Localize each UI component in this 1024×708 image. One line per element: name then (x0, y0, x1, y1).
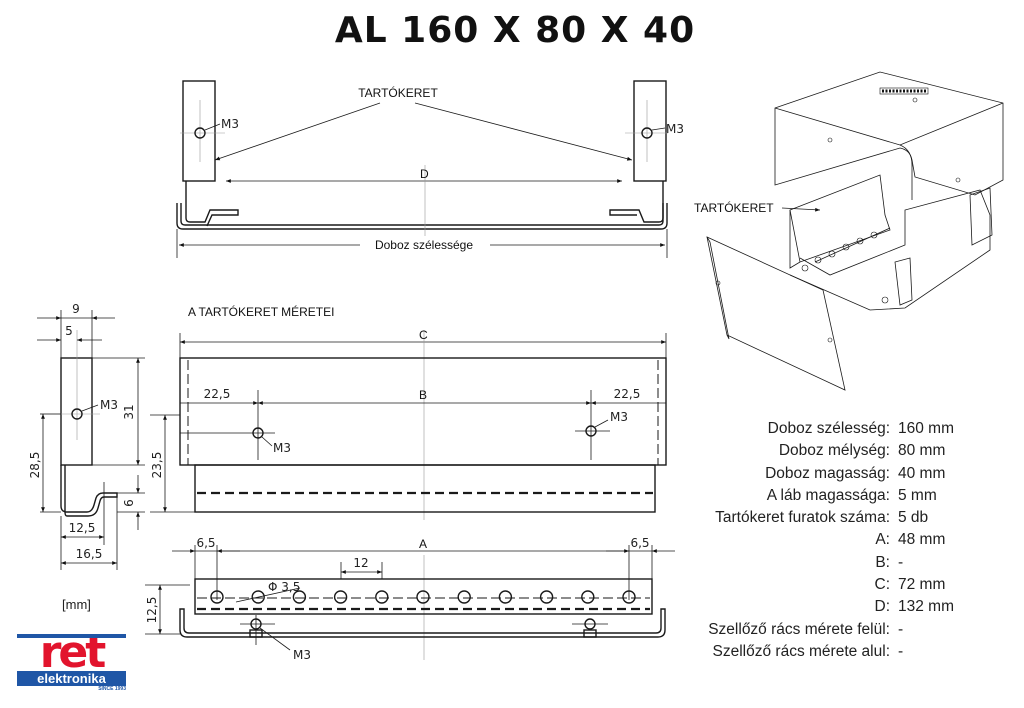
svg-text:23,5: 23,5 (150, 452, 164, 479)
svg-text:M3: M3 (100, 398, 118, 412)
spec-value: 132 mm (898, 598, 954, 616)
spec-label: Tartókeret furatok száma: (715, 509, 890, 527)
m3-hole (641, 127, 653, 139)
spec-label: Szellőző rács mérete felül: (708, 620, 890, 638)
spec-value: 72 mm (898, 576, 946, 594)
spec-row: A láb magassága: 5 mm (640, 485, 980, 507)
spec-value: 5 db (898, 509, 929, 527)
mounting-hole (375, 590, 389, 604)
specifications-list: Doboz szélesség: 160 mm Doboz mélység: 80 m… (640, 418, 980, 663)
spec-label: Szellőző rács mérete alul: (712, 642, 890, 660)
vent-grille (879, 87, 929, 95)
bracket-dimensions-heading: A TARTÓKERET MÉRETEI (188, 304, 334, 319)
logo-ret-text: ret (17, 638, 126, 671)
spec-row: B:- (640, 552, 980, 574)
spec-row: Tartókeret furatok száma: 5 db (640, 507, 980, 529)
svg-text:6,5: 6,5 (630, 536, 649, 550)
m3-hole (194, 127, 206, 139)
svg-text:12: 12 (353, 556, 368, 570)
svg-text:M3: M3 (666, 122, 684, 136)
spec-value: 48 mm (898, 531, 946, 549)
mounting-hole (416, 590, 430, 604)
m3-hole (585, 425, 597, 437)
spec-row: Doboz magasság: 40 mm (640, 463, 980, 485)
width-label: Doboz szélessége (375, 238, 473, 252)
svg-text:31: 31 (122, 404, 136, 419)
mounting-hole (210, 590, 224, 604)
spec-value: 80 mm (898, 442, 946, 460)
bracket-front-view: A TARTÓKERET MÉRETEI C 22,5 22,5 B M3 M3… (150, 304, 667, 520)
spec-label: C: (874, 576, 891, 594)
svg-text:M3: M3 (273, 441, 291, 455)
unit-label: [mm] (62, 597, 91, 612)
spec-row: Szellőző rács mérete felül:- (640, 619, 980, 641)
mounting-hole (251, 590, 265, 604)
svg-text:12,5: 12,5 (69, 521, 96, 535)
mounting-hole (292, 590, 307, 604)
spec-label: Doboz magasság: (765, 464, 890, 482)
svg-text:9: 9 (72, 302, 80, 316)
svg-text:28,5: 28,5 (28, 452, 42, 479)
spec-label: A láb magassága: (766, 486, 890, 504)
mounting-hole (622, 590, 636, 604)
page-title: AL 160 X 80 X 40 (334, 10, 696, 51)
spec-label: Doboz mélység: (778, 442, 890, 460)
svg-text:6,5: 6,5 (196, 536, 215, 550)
svg-text:M3: M3 (610, 410, 628, 424)
tartokeret-3d-label: TARTÓKERET (694, 200, 774, 215)
bracket-side-view: M3 9 5 31 6 28,5 12,5 16,5 (28, 302, 145, 570)
logo-since-text: SINCE 1993 (98, 686, 126, 692)
spec-value: 5 mm (898, 486, 937, 504)
svg-text:22,5: 22,5 (204, 387, 231, 401)
spec-label: Doboz szélesség: (767, 420, 890, 437)
hole-row (210, 590, 636, 604)
svg-text:C: C (419, 328, 428, 342)
spec-row: A: 48 mm (640, 529, 980, 551)
spec-label: B: (875, 553, 890, 571)
svg-text:D: D (420, 167, 429, 181)
svg-text:M3: M3 (221, 117, 239, 131)
spec-value: - (898, 642, 904, 660)
m3-hole (71, 408, 83, 420)
bracket-bottom-view: 6,5 6,5 A 12 Φ 3,5 M3 12,5 (145, 536, 675, 662)
spec-row: C: 72 mm (640, 574, 980, 596)
spec-row: D: 132 mm (640, 596, 980, 618)
spec-label: D: (874, 598, 891, 616)
mounting-hole (457, 590, 471, 604)
logo-elektronika-text: elektronika (17, 671, 126, 686)
tartokeret-label: TARTÓKERET (358, 85, 438, 100)
mounting-hole (539, 590, 554, 604)
spec-row: Doboz szélesség: 160 mm (640, 418, 980, 440)
spec-row: Szellőző rács mérete alul:- (640, 641, 980, 663)
svg-text:A: A (419, 537, 427, 551)
spec-value: - (898, 553, 904, 571)
svg-text:22,5: 22,5 (614, 387, 641, 401)
spec-label: A: (875, 531, 890, 549)
spec-value: 40 mm (898, 464, 946, 482)
exploded-3d-view: TARTÓKERET (694, 71, 1004, 391)
mounting-hole (581, 590, 595, 604)
hole-diameter-label: Φ 3,5 (268, 580, 300, 594)
top-section-view: M3 M3 D Doboz szélessége TARTÓKERET (176, 80, 684, 258)
mounting-hole (333, 590, 348, 604)
svg-text:6: 6 (122, 499, 136, 507)
svg-text:5: 5 (65, 324, 73, 338)
spec-row: Doboz mélység: 80 mm (640, 440, 980, 462)
svg-text:B: B (419, 388, 427, 402)
m3-hole (252, 427, 264, 439)
svg-text:12,5: 12,5 (145, 597, 159, 624)
mounting-hole (498, 590, 513, 604)
spec-value: - (898, 620, 904, 638)
svg-text:16,5: 16,5 (76, 547, 103, 561)
spec-value: 160 mm (898, 420, 954, 437)
ret-elektronika-logo: ret elektronika SINCE 1993 (17, 634, 126, 693)
svg-text:M3: M3 (293, 648, 311, 662)
